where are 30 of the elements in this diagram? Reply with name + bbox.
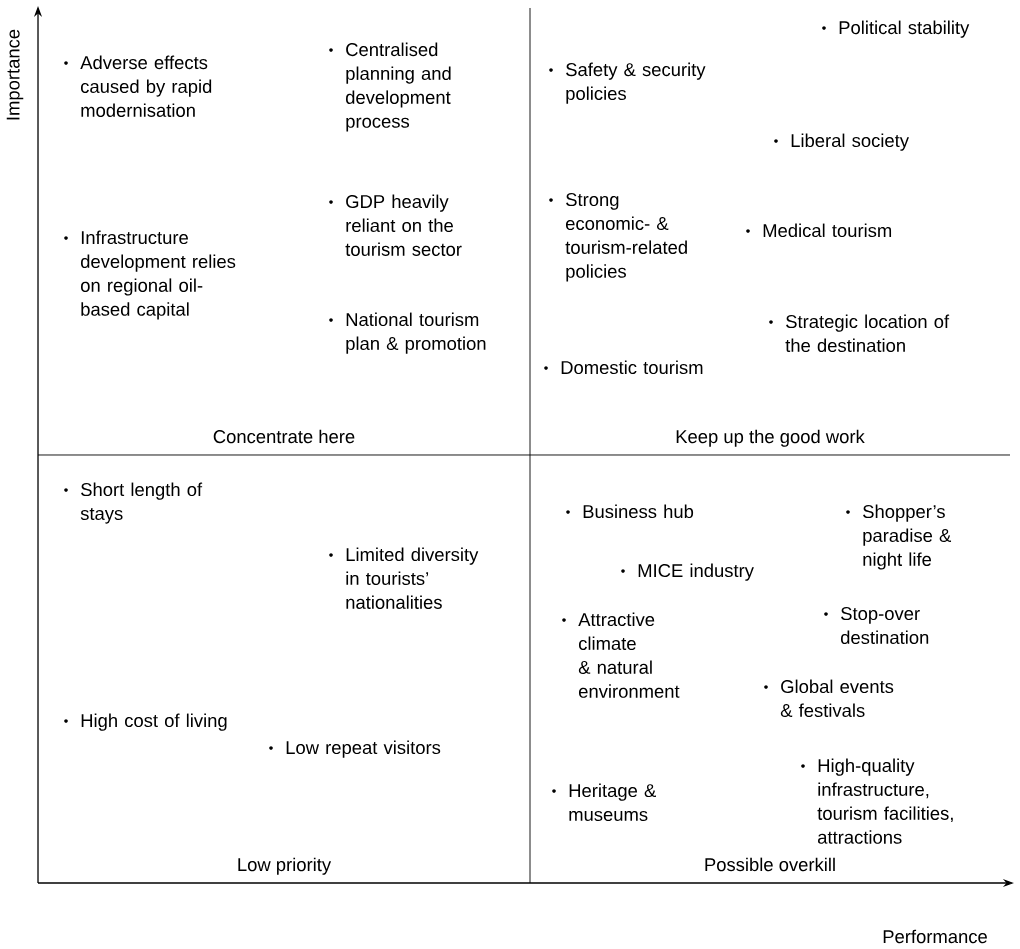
list-item: Domestic tourism: [561, 360, 703, 375]
list-item: Liberal society: [791, 133, 909, 151]
list-item: National tourism plan & promotion: [346, 312, 486, 354]
quadrant-label: Low priority: [238, 857, 332, 875]
list-item: Short length of stays: [80, 482, 203, 524]
list-item: Strategic location of the destination: [785, 314, 950, 353]
list-item: Strong economic- & tourism-related policies: [565, 193, 687, 282]
quadrant-label: Possible overkill: [705, 857, 835, 872]
axis-title: Performance: [883, 929, 987, 944]
list-item: High cost of living: [81, 713, 227, 731]
list-item: Adverse effects caused by rapid modernisation: [80, 55, 212, 117]
list-item: MICE industry: [638, 563, 754, 581]
axis-title: Importance: [6, 29, 24, 120]
list-item: Limited diversity in tourists’ nationalities: [346, 547, 479, 609]
quadrant-label: Keep up the good work: [676, 429, 865, 447]
list-item: Centralised planning and development process: [346, 42, 451, 132]
list-item: Global events & festivals: [780, 679, 894, 718]
list-item: Political stability: [839, 20, 970, 38]
list-item: GDP heavily reliant on the tourism sector: [345, 194, 462, 256]
list-item: Business hub: [583, 504, 694, 519]
list-item: Attractive climate & natural environment: [578, 612, 680, 698]
list-item: Infrastructure development relies on regional oil-based capital: [81, 230, 236, 320]
list-item: Safety & security policies: [566, 62, 706, 104]
list-item: Shopper’s paradise & night life: [863, 504, 952, 570]
list-item: Medical tourism: [763, 223, 892, 238]
quadrant-label: Concentrate here: [213, 429, 355, 444]
list-item: Heritage & museums: [569, 783, 656, 822]
list-item: Low repeat visitors: [286, 740, 441, 758]
list-item: Stop-over destination: [841, 607, 929, 645]
list-item: High-quality infrastructure, tourism facilities, attractions: [817, 758, 953, 844]
